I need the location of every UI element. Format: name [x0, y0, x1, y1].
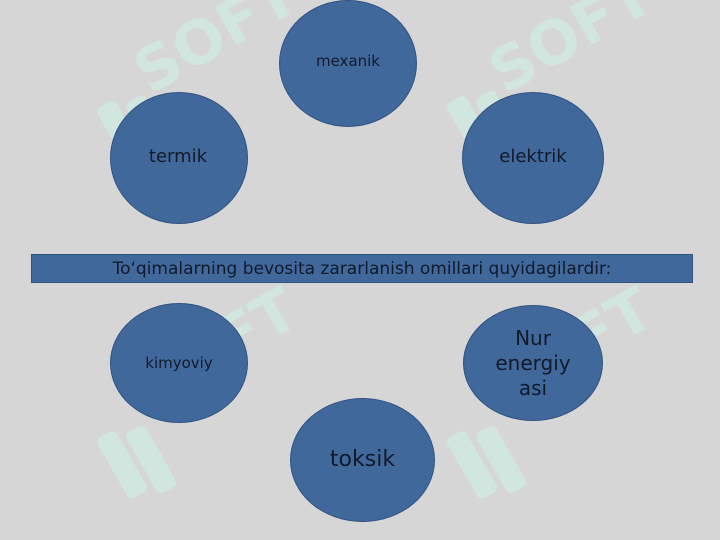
node-nur-energiyasi: Nur energiy asi — [463, 305, 603, 421]
watermark-logo-icon — [97, 425, 177, 499]
watermark-text: SOFT — [478, 0, 666, 108]
node-elektrik: elektrik — [462, 92, 604, 224]
node-kimyoviy: kimyoviy — [110, 303, 248, 423]
node-toksik-label: toksik — [329, 447, 396, 473]
node-kimyoviy-label: kimyoviy — [145, 353, 213, 372]
watermark-logo-icon — [447, 425, 527, 499]
node-termik-label: termik — [148, 145, 208, 167]
node-termik: termik — [110, 92, 248, 224]
node-elektrik-label: elektrik — [499, 145, 567, 167]
center-banner: To‘qimalarning bevosita zararlanish omil… — [31, 254, 693, 283]
node-nur-label: Nur energiy asi — [495, 325, 571, 400]
node-mexanik-label: mexanik — [315, 52, 380, 71]
node-toksik: toksik — [290, 398, 435, 522]
center-banner-label: To‘qimalarning bevosita zararlanish omil… — [112, 258, 612, 279]
node-mexanik: mexanik — [279, 0, 417, 127]
